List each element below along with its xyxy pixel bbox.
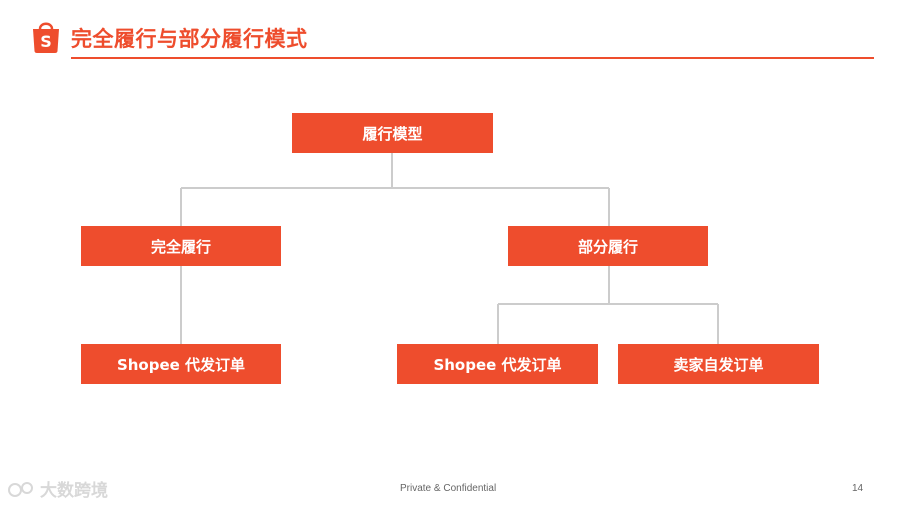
shopee-bag-icon: S xyxy=(33,22,59,53)
node-root: 履行模型 xyxy=(292,113,493,153)
watermark-text: 大数跨境 xyxy=(40,481,108,501)
node-partial: 部分履行 xyxy=(508,226,708,266)
node-full-label: 完全履行 xyxy=(150,237,211,256)
watermark-logo-icon xyxy=(8,481,33,497)
logo-letter: S xyxy=(40,32,52,51)
node-partial-child-2-label: 卖家自发订单 xyxy=(673,355,764,374)
title-divider xyxy=(71,57,874,59)
node-partial-label: 部分履行 xyxy=(577,237,638,256)
confidential-label: Private & Confidential xyxy=(400,483,497,494)
node-partial-child-2: 卖家自发订单 xyxy=(618,344,819,384)
node-full-child: Shopee 代发订单 xyxy=(81,344,281,384)
page-title: 完全履行与部分履行模式 xyxy=(71,27,308,51)
page-number: 14 xyxy=(852,483,864,494)
node-full: 完全履行 xyxy=(81,226,281,266)
node-root-label: 履行模型 xyxy=(362,124,423,143)
node-partial-child-1-label: Shopee 代发订单 xyxy=(433,355,562,374)
watermark: 大数跨境 xyxy=(8,476,108,501)
node-full-child-label: Shopee 代发订单 xyxy=(116,355,246,374)
node-partial-child-1: Shopee 代发订单 xyxy=(397,344,598,384)
